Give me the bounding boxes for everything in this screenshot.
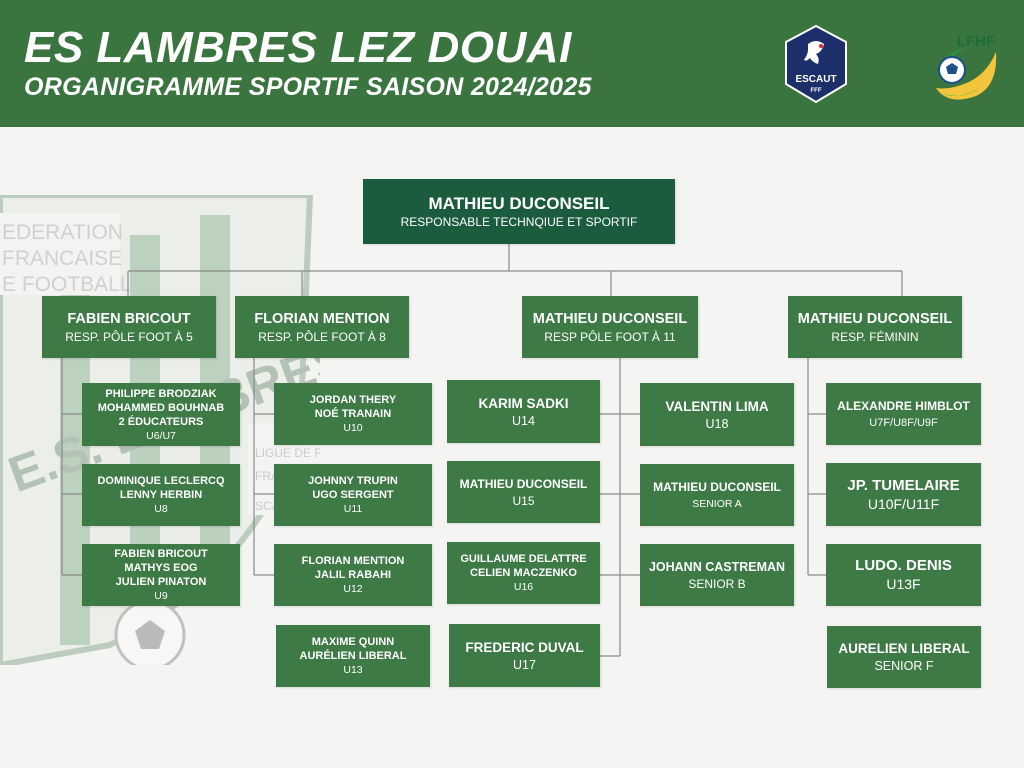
coach-name: LUDO. DENIS bbox=[855, 557, 952, 574]
top-director-box: MATHIEU DUCONSEIL RESPONSABLE TECHNQIUE … bbox=[363, 179, 675, 244]
coach-name: MATHYS EOG bbox=[124, 562, 198, 574]
coach-name: JOHANN CASTREMAN bbox=[648, 560, 786, 574]
head-foot8-box: FLORIAN MENTION RESP. PÔLE FOOT À 8 bbox=[235, 296, 409, 358]
person-role: RESP PÔLE FOOT À 11 bbox=[544, 329, 676, 344]
team-category: U15 bbox=[512, 494, 535, 508]
person-role: RESP. FÉMININ bbox=[831, 329, 919, 344]
coach-name: FLORIAN MENTION bbox=[301, 555, 405, 567]
team-category: SENIOR B bbox=[688, 577, 746, 591]
head-feminin-box: MATHIEU DUCONSEIL RESP. FÉMININ bbox=[788, 296, 962, 358]
coach-name: CELIEN MACZENKO bbox=[470, 567, 577, 579]
team-box-u12: FLORIAN MENTION JALIL RABAHI U12 bbox=[274, 544, 432, 606]
team-box-u6-u7: PHILIPPE BRODZIAK MOHAMMED BOUHNAB 2 ÉDU… bbox=[82, 383, 240, 446]
team-category: U18 bbox=[705, 416, 729, 431]
club-title: ES LAMBRES LEZ DOUAI bbox=[24, 23, 572, 72]
team-category: U12 bbox=[343, 583, 363, 595]
coach-name: KARIM SADKI bbox=[478, 395, 569, 411]
escaut-logo-text: ESCAUT bbox=[795, 74, 836, 85]
coach-name: AURELIEN LIBERAL bbox=[838, 641, 970, 656]
coach-name: JOHNNY TRUPIN bbox=[308, 475, 398, 487]
team-category: U16 bbox=[513, 581, 534, 593]
coach-name: FABIEN BRICOUT bbox=[114, 548, 208, 560]
coach-name: UGO SERGENT bbox=[312, 489, 394, 501]
escaut-district-logo: ESCAUT FFF bbox=[785, 24, 847, 104]
watermark-text-3: E FOOTBALL bbox=[2, 273, 132, 296]
person-name: FLORIAN MENTION bbox=[254, 310, 390, 327]
team-box-u11: JOHNNY TRUPIN UGO SERGENT U11 bbox=[274, 464, 432, 526]
coach-name: FREDERIC DUVAL bbox=[465, 639, 584, 655]
team-box-u9: FABIEN BRICOUT MATHYS EOG JULIEN PINATON… bbox=[82, 544, 240, 606]
coach-name: VALENTIN LIMA bbox=[665, 398, 769, 414]
lfhf-league-logo: LFHF bbox=[936, 33, 997, 100]
person-name: MATHIEU DUCONSEIL bbox=[532, 310, 688, 327]
team-box-u18: VALENTIN LIMA U18 bbox=[640, 383, 794, 446]
team-category: U6/U7 bbox=[146, 429, 176, 442]
team-box-u13f: LUDO. DENIS U13F bbox=[826, 544, 981, 606]
lfhf-logo-text: LFHF bbox=[957, 33, 995, 50]
coach-name: MAXIME QUINN bbox=[311, 636, 395, 648]
team-box-senior-b: JOHANN CASTREMAN SENIOR B bbox=[640, 544, 794, 606]
escaut-logo-subtext: FFF bbox=[811, 88, 822, 94]
person-name: FABIEN BRICOUT bbox=[67, 310, 191, 327]
watermark-ligue-2: FRA bbox=[255, 469, 279, 483]
person-name: MATHIEU DUCONSEIL bbox=[428, 194, 610, 213]
team-category: U13 bbox=[343, 664, 363, 676]
team-category: U7F/U8F/U9F bbox=[869, 417, 938, 429]
coach-name: GUILLAUME DELATTRE bbox=[460, 553, 587, 565]
head-foot11-box: MATHIEU DUCONSEIL RESP PÔLE FOOT À 11 bbox=[522, 296, 698, 358]
chart-subtitle: ORGANIGRAMME SPORTIF SAISON 2024/2025 bbox=[24, 73, 592, 101]
person-role: RESP. PÔLE FOOT À 8 bbox=[258, 329, 386, 344]
team-category: U10 bbox=[343, 422, 363, 434]
team-box-u10f-u11f: JP. TUMELAIRE U10F/U11F bbox=[826, 463, 981, 526]
team-box-u16: GUILLAUME DELATTRE CELIEN MACZENKO U16 bbox=[447, 542, 600, 604]
team-category: U11 bbox=[343, 503, 363, 515]
coach-name: LENNY HERBIN bbox=[119, 489, 203, 501]
watermark-text-2: FRANCAISE bbox=[2, 247, 122, 270]
team-box-u14: KARIM SADKI U14 bbox=[447, 380, 600, 443]
coach-name: MOHAMMED BOUHNAB bbox=[97, 401, 225, 414]
coach-name: PHILIPPE BRODZIAK bbox=[105, 387, 217, 400]
person-role: RESP. PÔLE FOOT À 5 bbox=[65, 329, 193, 344]
header-banner: ES LAMBRES LEZ DOUAI ORGANIGRAMME SPORTI… bbox=[0, 0, 1024, 127]
team-category: U17 bbox=[513, 657, 536, 672]
team-box-u10: JORDAN THERY NOÉ TRANAIN U10 bbox=[274, 383, 432, 445]
coach-name: DOMINIQUE LECLERCQ bbox=[97, 475, 225, 487]
team-category: U10F/U11F bbox=[867, 495, 940, 512]
team-category: U8 bbox=[154, 503, 168, 515]
team-box-senior-a: MATHIEU DUCONSEIL SENIOR A bbox=[640, 464, 794, 526]
team-box-u8: DOMINIQUE LECLERCQ LENNY HERBIN U8 bbox=[82, 464, 240, 526]
coach-name: MATHIEU DUCONSEIL bbox=[459, 477, 588, 491]
head-foot5-box: FABIEN BRICOUT RESP. PÔLE FOOT À 5 bbox=[42, 296, 216, 358]
team-category: U14 bbox=[512, 413, 535, 428]
team-box-u15: MATHIEU DUCONSEIL U15 bbox=[447, 461, 600, 523]
person-name: MATHIEU DUCONSEIL bbox=[797, 310, 953, 327]
coach-name: JP. TUMELAIRE bbox=[847, 476, 960, 494]
coach-name: JALIL RABAHI bbox=[314, 569, 392, 581]
coach-name: NOÉ TRANAIN bbox=[314, 408, 392, 420]
team-category: SENIOR A bbox=[692, 498, 742, 510]
team-box-u13: MAXIME QUINN AURÉLIEN LIBERAL U13 bbox=[276, 625, 430, 687]
team-box-u17: FREDERIC DUVAL U17 bbox=[449, 624, 600, 687]
coach-name: JULIEN PINATON bbox=[115, 576, 207, 588]
coach-name: 2 ÉDUCATEURS bbox=[118, 415, 204, 428]
coach-name: JORDAN THERY bbox=[309, 394, 397, 406]
team-box-u7f-u9f: ALEXANDRE HIMBLOT U7F/U8F/U9F bbox=[826, 383, 981, 445]
coach-name: ALEXANDRE HIMBLOT bbox=[837, 399, 970, 413]
watermark-text-1: EDERATION bbox=[2, 221, 123, 244]
person-role: RESPONSABLE TECHNQIUE ET SPORTIF bbox=[400, 215, 638, 229]
coach-name: MATHIEU DUCONSEIL bbox=[653, 480, 781, 494]
team-category: SENIOR F bbox=[874, 659, 934, 673]
team-box-senior-f: AURELIEN LIBERAL SENIOR F bbox=[827, 626, 981, 688]
coach-name: AURÉLIEN LIBERAL bbox=[299, 650, 407, 662]
team-category: U9 bbox=[154, 590, 168, 602]
team-category: U13F bbox=[886, 576, 921, 592]
watermark-ligue-3: SCA bbox=[255, 499, 280, 513]
